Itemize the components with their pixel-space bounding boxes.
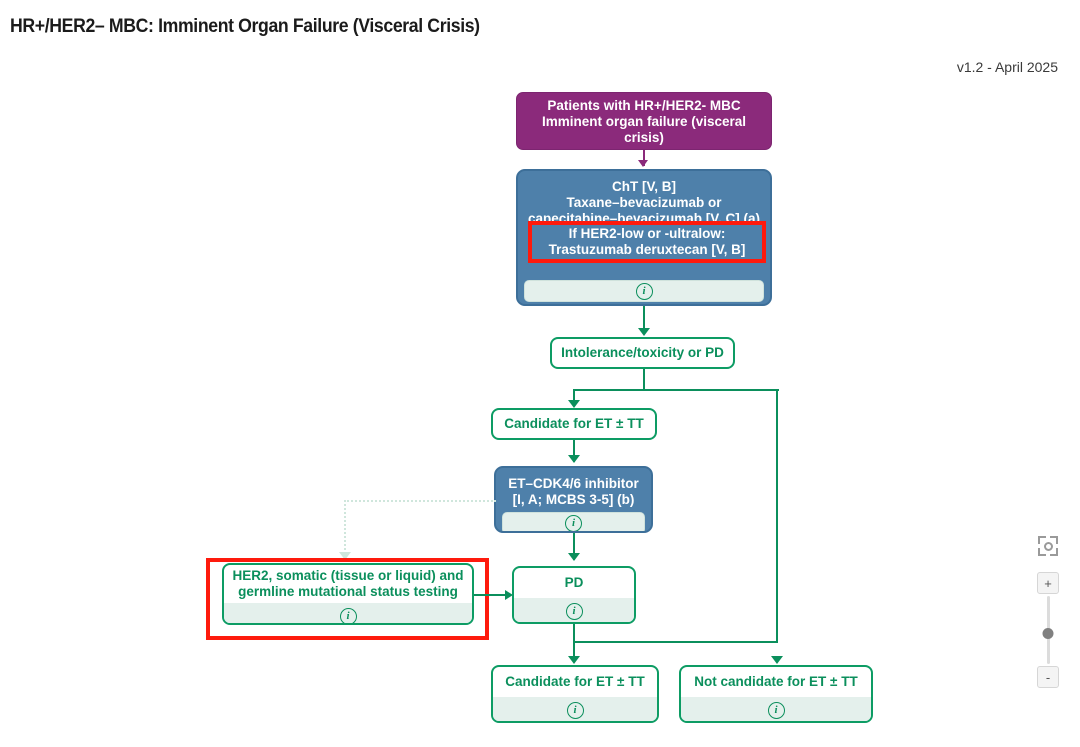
not-candidate-et-info-bar[interactable]: i <box>681 697 871 721</box>
her2-testing-line-2: germline mutational status testing <box>238 584 458 599</box>
arrowhead-start-to-cht <box>638 160 648 167</box>
candidate-et-upper-label: Candidate for ET ± TT <box>504 416 644 432</box>
etcdk-line-1: ET–CDK4/6 inhibitor <box>508 476 639 491</box>
arrowhead-candidate-to-etcdk <box>568 455 580 463</box>
candidate-et-lower-label: Candidate for ET ± TT <box>505 674 645 690</box>
candidate-et-lower-info-bar[interactable]: i <box>493 697 657 721</box>
connector-cht-to-intolerance <box>643 306 645 332</box>
connector-dotted-horizontal <box>344 500 496 502</box>
pd-info-bar[interactable]: i <box>514 598 634 622</box>
node-candidate-et-lower[interactable]: Candidate for ET ± TT i <box>491 665 659 723</box>
node-patients-start[interactable]: Patients with HR+/HER2- MBC Imminent org… <box>516 92 772 150</box>
not-candidate-et-label: Not candidate for ET ± TT <box>694 674 858 690</box>
fit-to-screen-icon[interactable] <box>1038 536 1058 556</box>
her2-low-line-1: If HER2-low or -ultralow: <box>568 225 726 241</box>
connector-bottom-join-horizontal <box>573 641 778 643</box>
highlight-her2-low-trastuzumab[interactable]: If HER2-low or -ultralow: Trastuzumab de… <box>528 221 766 263</box>
highlight-her2-testing-box[interactable] <box>206 558 489 640</box>
node-her2-mutational-testing[interactable]: HER2, somatic (tissue or liquid) and ger… <box>222 563 474 625</box>
start-line-2: Imminent organ failure (visceral crisis) <box>541 114 747 145</box>
arrowhead-to-candidate-et-lower <box>568 656 580 664</box>
connector-intolerance-stem <box>643 369 645 391</box>
etcdk-info-bar[interactable]: i <box>502 512 645 531</box>
cht-line-2: Taxane–bevacizumab or <box>566 194 722 210</box>
version-label: v1.2 - April 2025 <box>956 59 1058 75</box>
connector-pd-stem <box>573 624 575 662</box>
connector-to-candidate-et-1 <box>573 389 575 404</box>
intolerance-label: Intolerance/toxicity or PD <box>561 345 724 361</box>
zoom-out-button[interactable]: - <box>1037 666 1059 688</box>
page-title: HR+/HER2– MBC: Imminent Organ Failure (V… <box>10 16 480 37</box>
connector-right-branch-vertical <box>776 389 778 643</box>
pd-label: PD <box>564 575 584 591</box>
node-intolerance-or-pd[interactable]: Intolerance/toxicity or PD <box>550 337 735 369</box>
cht-info-bar[interactable]: i <box>524 280 764 302</box>
info-icon[interactable]: i <box>635 282 653 300</box>
connector-dotted-vertical <box>344 500 346 558</box>
node-pd[interactable]: PD i <box>512 566 636 624</box>
node-candidate-et-upper[interactable]: Candidate for ET ± TT <box>491 408 657 440</box>
connector-candidate-to-etcdk <box>573 440 575 462</box>
zoom-slider-track[interactable] <box>1042 596 1054 664</box>
arrowhead-her2-testing-to-pd <box>505 590 513 600</box>
info-icon[interactable]: i <box>767 701 785 719</box>
node-not-candidate-et[interactable]: Not candidate for ET ± TT i <box>679 665 873 723</box>
zoom-slider-handle[interactable] <box>1042 628 1054 639</box>
etcdk-line-2: [I, A; MCBS 3-5] (b) <box>512 491 635 507</box>
connector-intolerance-split-horizontal <box>573 389 779 391</box>
her2-testing-info-bar[interactable]: i <box>224 603 472 623</box>
info-icon[interactable]: i <box>565 514 582 531</box>
start-line-1: Patients with HR+/HER2- MBC <box>547 98 741 114</box>
her2-testing-line-1: HER2, somatic (tissue or liquid) and <box>232 568 464 584</box>
zoom-in-button[interactable]: + <box>1037 572 1059 594</box>
arrowhead-to-not-candidate-et <box>771 656 783 664</box>
her2-low-line-2: Trastuzumab deruxtecan [V, B] <box>548 242 746 257</box>
connector-her2-testing-to-pd <box>474 594 510 596</box>
info-icon[interactable]: i <box>566 701 584 719</box>
arrowhead-to-candidate-et-1 <box>568 400 580 408</box>
connector-start-to-cht <box>643 150 645 166</box>
info-icon[interactable]: i <box>565 602 583 620</box>
zoom-controls[interactable]: + - <box>1036 536 1060 688</box>
cht-line-1: ChT [V, B] <box>612 179 676 194</box>
info-icon[interactable]: i <box>339 607 357 623</box>
arrowhead-cht-to-intolerance <box>638 328 650 336</box>
node-et-cdk46-inhibitor[interactable]: ET–CDK4/6 inhibitor [I, A; MCBS 3-5] (b)… <box>494 466 653 533</box>
connector-etcdk-to-pd <box>573 533 575 560</box>
arrowhead-etcdk-to-pd <box>568 553 580 561</box>
arrowhead-dotted-to-her2-testing <box>339 552 351 560</box>
